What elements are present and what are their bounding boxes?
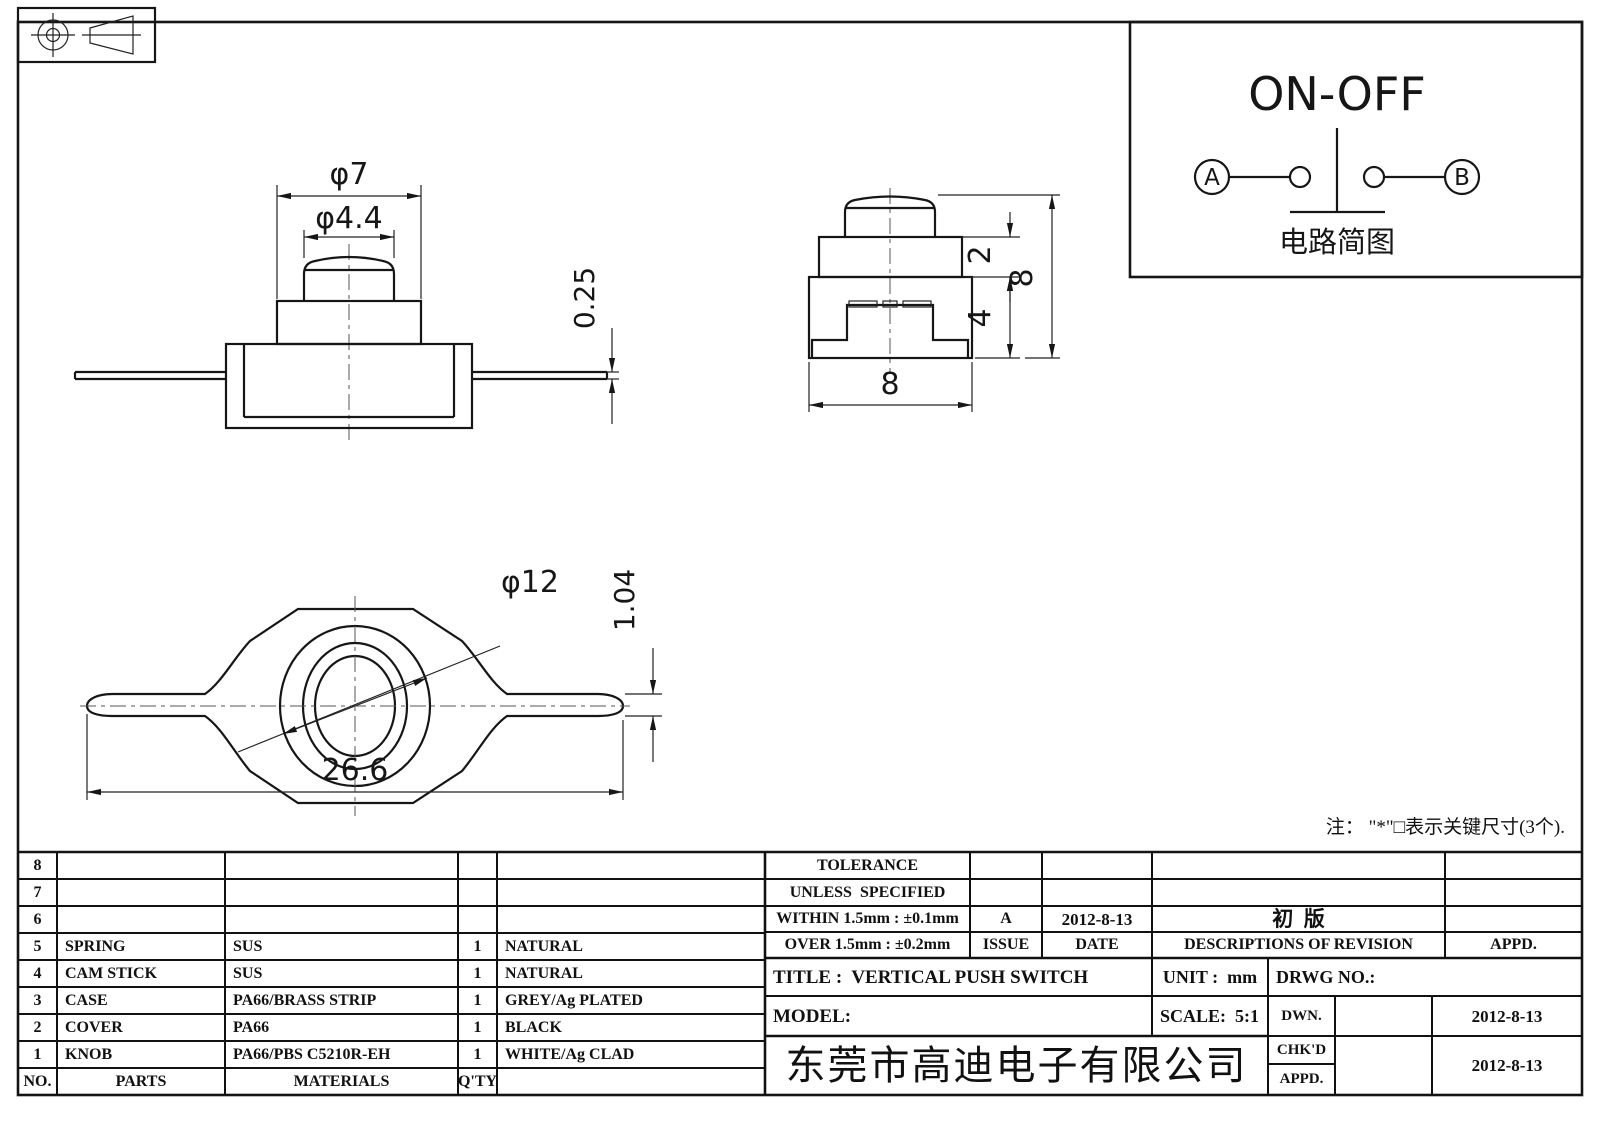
key-dimension-note: 注： "*"□表示关键尺寸(3个). [1325,817,1565,838]
part-no-cell: 8 [18,852,57,879]
part-finish-cell: GREY/Ag PLATED [497,987,765,1014]
part-material-cell [225,906,458,933]
part-finish-cell: WHITE/Ag CLAD [497,1041,765,1068]
circuit-caption: 电路简图 [1279,225,1395,259]
side-total-height-dim: 8 [1005,268,1040,287]
part-qty-cell: 1 [458,960,497,987]
bottom-dia-body-dim: φ12 [501,565,559,600]
date-cell [1042,879,1152,906]
part-material-cell: SUS [225,960,458,987]
bottom-total-length-dim: 26.6 [322,753,389,788]
part-name-cell: COVER [57,1014,225,1041]
date-cell [1042,852,1152,879]
issue-cell [970,852,1042,879]
appd-header: APPD. [1445,932,1582,958]
parts-header-qty: Q'TY [458,1068,497,1095]
parts-header-parts: PARTS [57,1068,225,1095]
part-qty-cell: 1 [458,1014,497,1041]
part-qty-cell [458,879,497,906]
part-name-cell [57,879,225,906]
tolerance-subtitle: UNLESS SPECIFIED [765,879,970,906]
part-qty-cell: 1 [458,987,497,1014]
part-material-cell: PA66/PBS C5210R-EH [225,1041,458,1068]
dwn-signature-cell [1335,996,1432,1036]
issue-cell [970,879,1042,906]
part-finish-cell [497,879,765,906]
part-name-cell: KNOB [57,1041,225,1068]
model-cell: MODEL: [765,996,1152,1036]
revision-header: DESCRIPTIONS OF REVISION [1152,932,1445,958]
revision-desc-cell [1152,852,1445,879]
front-lead-thickness-dim: 0.25 [568,267,601,329]
circuit-title: ON-OFF [1248,67,1426,121]
dwn-date: 2012-8-13 [1432,996,1582,1036]
part-material-cell [225,879,458,906]
issue-header: ISSUE [970,932,1042,958]
part-finish-cell: BLACK [497,1014,765,1041]
part-name-cell: SPRING [57,933,225,960]
tolerance-over: OVER 1.5mm : ±0.2mm [765,932,970,958]
chkd-date: 2012-8-13 [1432,1036,1582,1095]
company-name: 东莞市高迪电子有限公司 [765,1036,1268,1095]
date-header: DATE [1042,932,1152,958]
part-no-cell: 6 [18,906,57,933]
front-dia-knob-dim: φ4.4 [315,201,383,236]
parts-header-finish [497,1068,765,1095]
part-name-cell: CAM STICK [57,960,225,987]
revision-desc-cell [1152,879,1445,906]
part-no-cell: 3 [18,987,57,1014]
front-dia-outer-dim: φ7 [330,157,369,192]
sheet-frame [16,6,1584,1097]
tolerance-title: TOLERANCE [765,852,970,879]
issue-value: A [970,906,1042,932]
part-qty-cell: 1 [458,1041,497,1068]
part-name-cell [57,906,225,933]
part-no-cell: 1 [18,1041,57,1068]
side-width-dim: 8 [880,367,899,402]
projection-symbol [31,13,141,57]
parts-header-no: NO. [18,1068,57,1095]
part-no-cell: 7 [18,879,57,906]
issue-date: 2012-8-13 [1042,906,1152,932]
parts-header-materials: MATERIALS [225,1068,458,1095]
terminal-a-label: A [1204,165,1220,191]
part-finish-cell [497,852,765,879]
part-qty-cell [458,906,497,933]
appd-cell [1445,852,1582,879]
side-base-height-dim: 4 [963,308,998,327]
bottom-view: φ12 1.04 26.6 [80,565,662,816]
appd-label: APPD. [1268,1064,1335,1095]
chkd-label: CHK'D [1268,1036,1335,1064]
part-material-cell: SUS [225,933,458,960]
tolerance-within: WITHIN 1.5mm : ±0.1mm [765,906,970,932]
drawing-title: TITLE : VERTICAL PUSH SWITCH [765,958,1152,996]
part-no-cell: 5 [18,933,57,960]
revision-desc: 初 版 [1152,906,1445,932]
part-qty-cell [458,852,497,879]
side-step-height-dim: 2 [963,245,998,264]
part-material-cell: PA66/BRASS STRIP [225,987,458,1014]
appd-cell [1445,879,1582,906]
part-qty-cell: 1 [458,933,497,960]
part-name-cell [57,852,225,879]
drwg-no-cell: DRWG NO.: [1268,958,1582,996]
part-no-cell: 4 [18,960,57,987]
part-material-cell: PA66 [225,1014,458,1041]
part-no-cell: 2 [18,1014,57,1041]
appd-cell [1445,906,1582,932]
part-finish-cell [497,906,765,933]
bottom-lead-width-dim: 1.04 [608,569,641,631]
part-finish-cell: NATURAL [497,960,765,987]
circuit-diagram: ON-OFF A B 电路简图 [1128,20,1584,279]
terminal-b-label: B [1454,165,1470,191]
part-finish-cell: NATURAL [497,933,765,960]
front-view: φ7 φ4.4 0.25 [73,157,619,442]
scale-cell: SCALE: 5:1 [1152,996,1268,1036]
chkd-signature-cell [1335,1036,1432,1095]
dwn-label: DWN. [1268,996,1335,1036]
side-view: 2 4 8 8 [807,188,1060,412]
part-name-cell: CASE [57,987,225,1014]
part-material-cell [225,852,458,879]
unit-cell: UNIT : mm [1152,958,1268,996]
